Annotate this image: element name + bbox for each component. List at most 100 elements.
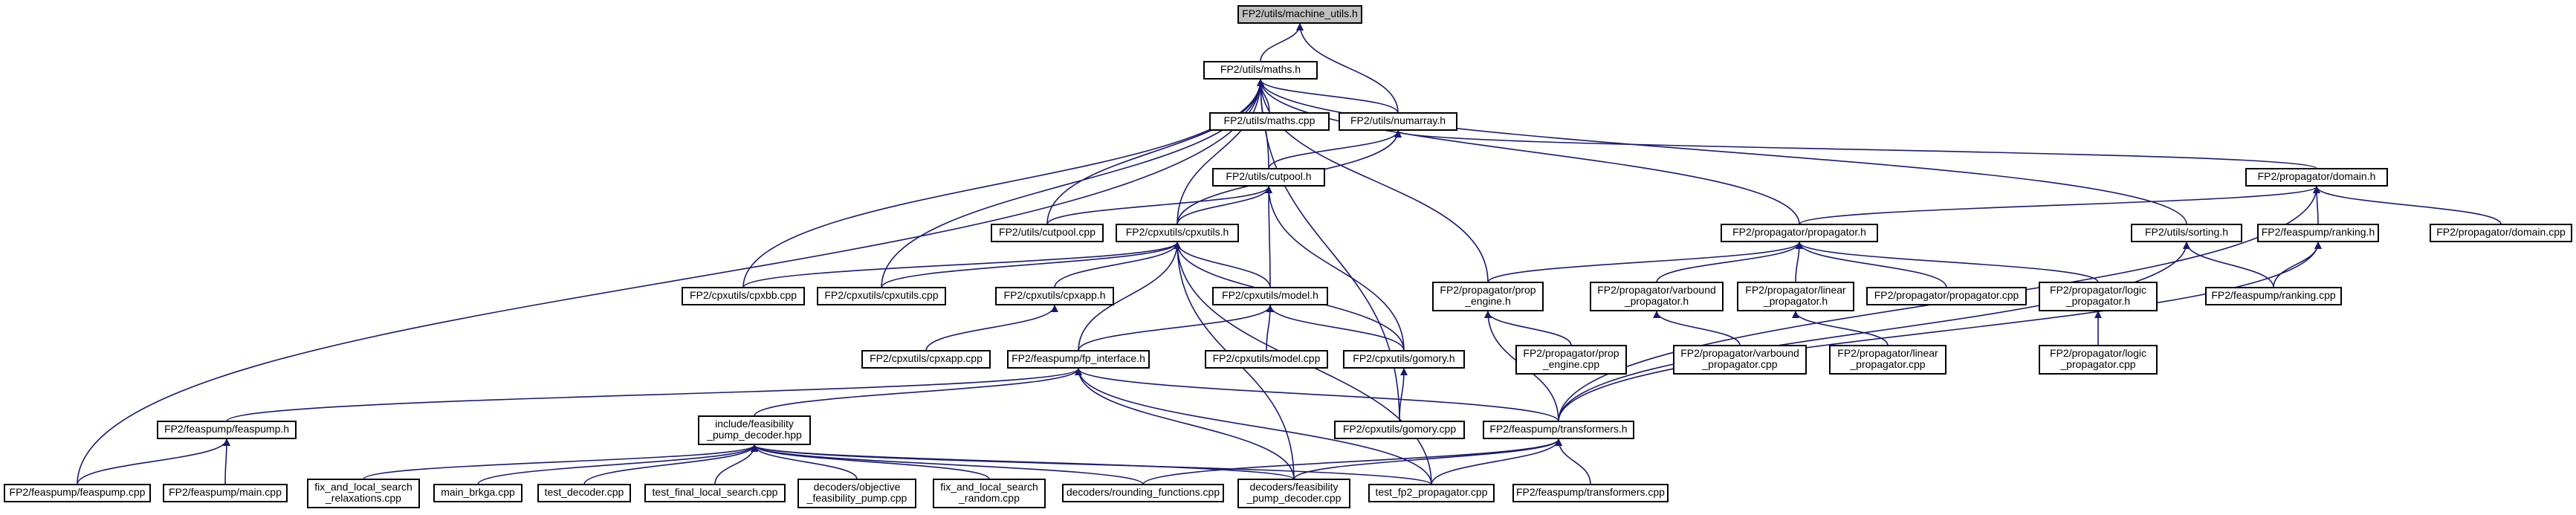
file-node-box (1203, 61, 1318, 80)
file-node-box (2245, 168, 2388, 187)
file-node-label: FP2/propagator/varbound (1597, 284, 1716, 296)
file-node-box (1673, 345, 1807, 375)
include-edge-fix-relax-to-pump-decoder-hpp (363, 444, 758, 480)
file-node-box (307, 479, 420, 508)
file-node-varbound-cpp[interactable]: FP2/propagator/varbound_propagator.cpp (1673, 345, 1807, 375)
file-node-test-decoder[interactable]: test_decoder.cpp (537, 484, 631, 502)
file-node-linear-cpp[interactable]: FP2/propagator/linear_propagator.cpp (1829, 345, 1946, 375)
file-node-label: FP2/feaspump/main.cpp (169, 486, 282, 498)
file-node-main-cpp[interactable]: FP2/feaspump/main.cpp (163, 484, 288, 502)
file-node-box (163, 484, 288, 502)
file-node-box (1237, 5, 1362, 24)
file-node-test-final[interactable]: test_final_local_search.cpp (644, 484, 786, 502)
file-node-fix-random[interactable]: fix_and_local_search_random.cpp (933, 479, 1046, 508)
file-node-cpxapp-cpp[interactable]: FP2/cpxutils/cpxapp.cpp (861, 350, 991, 369)
file-node-box (1343, 350, 1465, 369)
file-node-cpxapp[interactable]: FP2/cpxutils/cpxapp.h (995, 287, 1114, 305)
file-node-maths-cpp[interactable]: FP2/utils/maths.cpp (1209, 112, 1330, 131)
file-node-label: include/feasibility (715, 418, 794, 430)
include-edge-sorting-to-maths (1257, 79, 2187, 225)
file-node-feaspump-cpp[interactable]: FP2/feaspump/feaspump.cpp (4, 484, 151, 502)
include-edge-objective-fp-to-pump-decoder-hpp (751, 444, 858, 480)
file-node-cpxbb[interactable]: FP2/cpxutils/cpxbb.cpp (682, 287, 805, 305)
file-node-logic[interactable]: FP2/propagator/logic_propagator.h (2039, 282, 2158, 311)
include-edge-feaspump-cpp-to-maths (77, 79, 1264, 485)
file-node-cutpool[interactable]: FP2/utils/cutpool.h (1212, 168, 1325, 187)
file-node-pump-decoder-hpp[interactable]: include/feasibility_pump_decoder.hpp (698, 415, 811, 445)
file-node-label: _propagator.cpp (1701, 358, 1777, 370)
file-node-gomory-h[interactable]: FP2/cpxutils/gomory.h (1343, 350, 1465, 369)
include-edge-prop-engine-to-propagator (1487, 242, 1803, 283)
file-node-logic-cpp[interactable]: FP2/propagator/logic_propagator.cpp (2039, 345, 2158, 375)
file-node-box (644, 484, 786, 502)
file-node-transformers-h[interactable]: FP2/feaspump/transformers.h (1483, 421, 1634, 439)
file-node-label: FP2/propagator/varbound (1680, 347, 1799, 359)
file-node-prop-engine-cpp[interactable]: FP2/propagator/prop_engine.cpp (1515, 345, 1627, 375)
file-node-label: FP2/propagator/prop (1523, 347, 1619, 359)
file-node-label: FP2/utils/maths.cpp (1224, 114, 1315, 126)
file-node-propagator[interactable]: FP2/propagator/propagator.h (1721, 224, 1878, 242)
file-node-sorting[interactable]: FP2/utils/sorting.h (2131, 224, 2242, 242)
file-node-model[interactable]: FP2/cpxutils/model.h (1212, 287, 1328, 305)
file-node-box (991, 224, 1104, 242)
file-node-label: FP2/feaspump/transformers.h (1489, 423, 1627, 435)
include-edge-feaspump-cpp-to-feaspump-h (77, 438, 230, 485)
include-edge-fp-decoder-cpp-to-fp-interface (1075, 368, 1295, 480)
file-node-fp-interface[interactable]: FP2/feaspump/fp_interface.h (1007, 350, 1150, 369)
file-node-numarray[interactable]: FP2/utils/numarray.h (1339, 112, 1457, 131)
file-node-objective-fp[interactable]: decoders/objective_feasibility_pump.cpp (797, 479, 916, 508)
file-node-domain-cpp[interactable]: FP2/propagator/domain.cpp (2430, 224, 2572, 242)
file-node-label: main_brkga.cpp (441, 486, 515, 498)
include-edge-varbound-to-propagator (1656, 242, 1803, 283)
include-edge-domain-cpp-to-domain (2313, 186, 2502, 225)
file-node-domain[interactable]: FP2/propagator/domain.h (2245, 168, 2388, 187)
include-edge-model-to-cutpool (1265, 186, 1273, 288)
file-node-label: _propagator.h (1763, 295, 1828, 307)
include-edge-gomory-h-to-cutpool (1265, 186, 1405, 352)
file-node-box (433, 484, 522, 502)
file-node-box (157, 421, 297, 439)
file-node-label: _propagator.cpp (2059, 358, 2135, 370)
file-node-main-brkga[interactable]: main_brkga.cpp (433, 484, 522, 502)
file-node-model-cpp[interactable]: FP2/cpxutils/model.cpp (1205, 350, 1328, 369)
file-node-varbound[interactable]: FP2/propagator/varbound_propagator.h (1590, 282, 1724, 311)
include-edge-cpxutils-cpp-to-cpxutils (881, 242, 1181, 288)
include-edge-propagator-cpp-to-propagator (1796, 242, 1947, 288)
file-node-box (1829, 345, 1946, 375)
include-edge-gomory-h-to-model (1266, 305, 1405, 352)
file-node-feaspump-h[interactable]: FP2/feaspump/feaspump.h (157, 421, 297, 439)
include-edge-ranking-cpp-to-sorting (2183, 242, 2274, 288)
file-node-cutpool-cpp[interactable]: FP2/utils/cutpool.cpp (991, 224, 1104, 242)
file-node-test-fp2[interactable]: test_fp2_propagator.cpp (1368, 484, 1495, 502)
include-edge-main-brkga-to-pump-decoder-hpp (477, 444, 758, 485)
include-edge-transformers-cpp-to-transformers-h (1555, 438, 1591, 485)
file-node-box (817, 287, 946, 305)
file-node-cpxutils[interactable]: FP2/cpxutils/cpxutils.h (1116, 224, 1239, 242)
file-node-label: FP2/cpxutils/cpxapp.h (1004, 289, 1106, 301)
file-node-box (1515, 345, 1627, 375)
file-node-box (2131, 224, 2242, 242)
file-node-box (933, 479, 1046, 508)
file-node-machine-utils[interactable]: FP2/utils/machine_utils.h (1237, 5, 1362, 24)
file-node-label: FP2/cpxutils/cpxapp.cpp (870, 352, 983, 364)
file-node-cpxutils-cpp[interactable]: FP2/cpxutils/cpxutils.cpp (817, 287, 946, 305)
file-node-fp-decoder-cpp[interactable]: decoders/feasibility_pump_decoder.cpp (1237, 479, 1350, 508)
include-edge-rounding-to-pump-decoder-hpp (751, 444, 1144, 485)
file-node-fix-relax[interactable]: fix_and_local_search_relaxations.cpp (307, 479, 420, 508)
file-node-gomory-cpp[interactable]: FP2/cpxutils/gomory.cpp (1334, 421, 1465, 439)
include-edge-prop-engine-cpp-to-prop-engine (1484, 311, 1572, 346)
include-edge-cpxutils-cpp-to-maths (881, 79, 1264, 288)
file-node-rounding[interactable]: decoders/rounding_functions.cpp (1062, 484, 1224, 502)
file-node-box (1721, 224, 1878, 242)
file-node-maths[interactable]: FP2/utils/maths.h (1203, 61, 1318, 80)
include-edge-model-to-cpxutils (1174, 242, 1271, 288)
include-edge-cutpool-cpp-to-maths (1046, 79, 1264, 225)
file-node-label: FP2/cpxutils/gomory.h (1353, 352, 1454, 364)
file-node-ranking-cpp[interactable]: FP2/feaspump/ranking.cpp (2205, 287, 2342, 305)
file-node-label: test_final_local_search.cpp (653, 486, 778, 498)
file-node-transformers-cpp[interactable]: FP2/feaspump/transformers.cpp (1512, 484, 1669, 502)
file-node-ranking[interactable]: FP2/feaspump/ranking.h (2257, 224, 2379, 242)
file-node-linear[interactable]: FP2/propagator/linear_propagator.h (1737, 282, 1854, 311)
file-node-prop-engine[interactable]: FP2/propagator/prop_engine.h (1432, 282, 1544, 311)
file-node-propagator-cpp[interactable]: FP2/propagator/propagator.cpp (1866, 287, 2027, 305)
